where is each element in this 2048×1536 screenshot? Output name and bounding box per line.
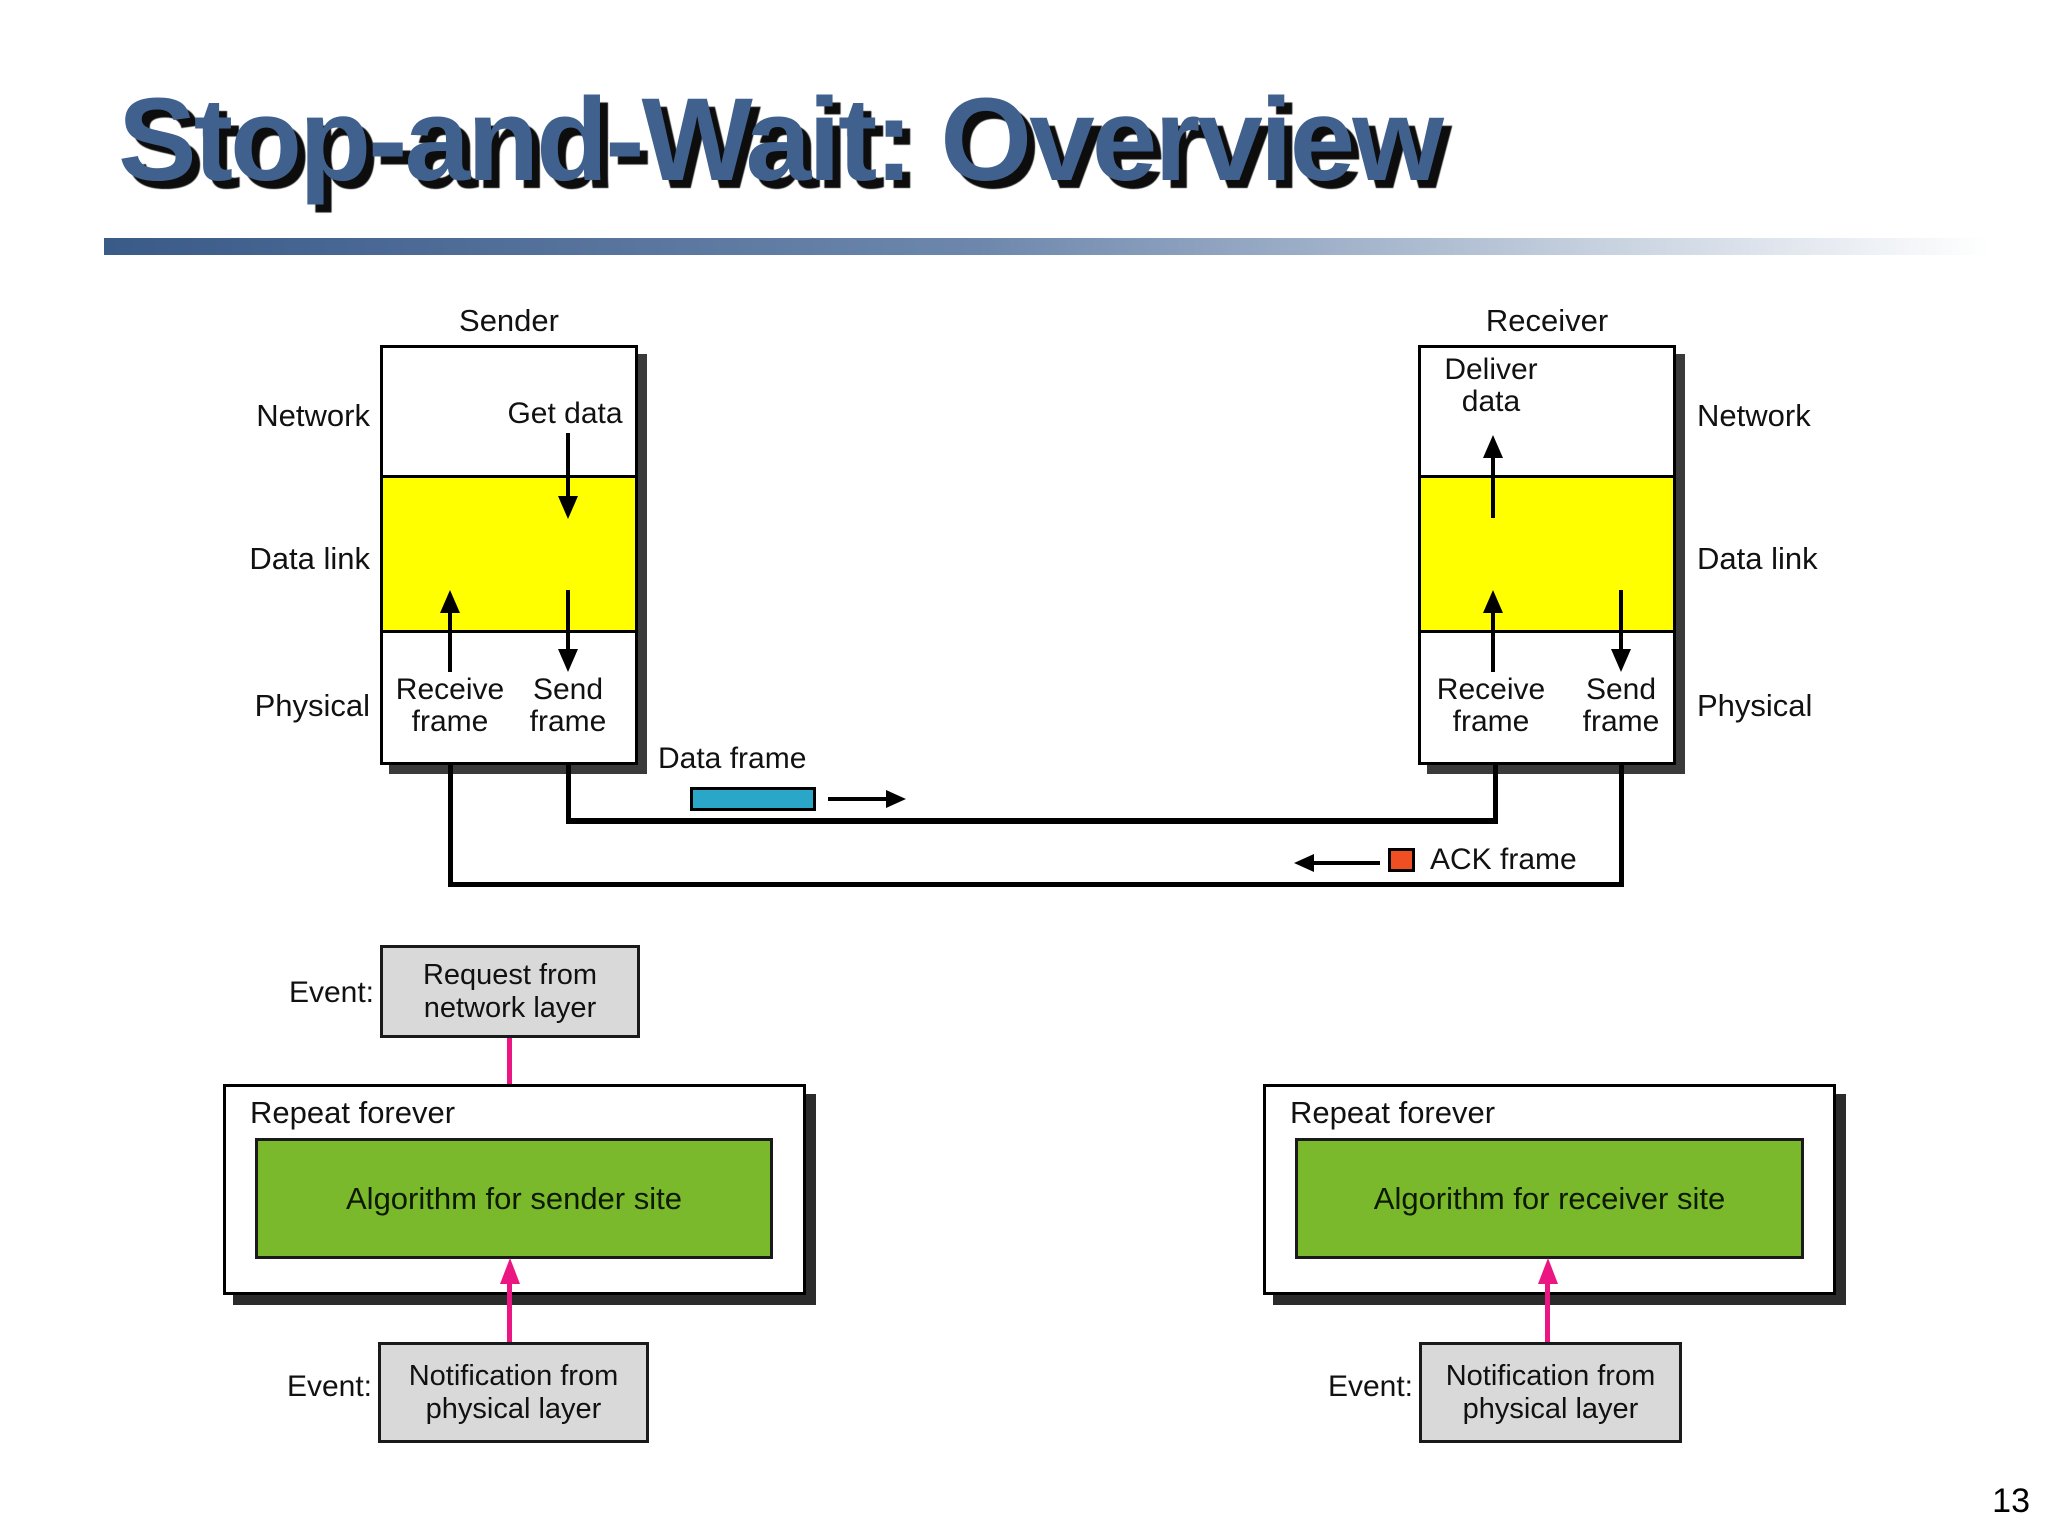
receiver-loop-title: Repeat forever — [1290, 1095, 1496, 1130]
receiver-layer-label-datalink: Data link — [1697, 541, 1818, 576]
sender-loop-title: Repeat forever — [250, 1095, 456, 1130]
data-frame-label: Data frame — [658, 742, 807, 775]
sender-notification-up-arrow-icon — [500, 1258, 520, 1284]
request-event-box: Request from network layer — [380, 945, 640, 1038]
ack-frame-label: ACK frame — [1430, 843, 1577, 876]
ack-frame-left-arrow-icon — [1294, 854, 1314, 872]
page-title: Stop-and-Wait: Overview — [118, 74, 1444, 206]
receiver-notification-event-box: Notification from physical layer — [1419, 1342, 1682, 1443]
sender-notification-event-box: Notification from physical layer — [378, 1342, 649, 1443]
page-number: 13 — [1992, 1482, 2030, 1520]
receiver-algorithm-box: Algorithm for receiver site — [1295, 1138, 1804, 1259]
data-frame-path-line — [566, 818, 1498, 824]
sender-send-connector-line — [566, 765, 571, 823]
sender-notification-event-label: Event: — [286, 1370, 372, 1403]
data-frame-chip — [690, 787, 816, 811]
sender-receive-arrow-line — [448, 612, 452, 672]
receiver-title: Receiver — [1485, 303, 1609, 338]
data-frame-arrow-line — [828, 797, 886, 801]
sender-algorithm-box: Algorithm for sender site — [255, 1138, 773, 1259]
receiver-loop-box: Repeat forever Algorithm for receiver si… — [1263, 1084, 1836, 1295]
sender-datalink-band — [383, 475, 635, 633]
receiver-stack-box: Deliver data Receive frame Send frame — [1418, 345, 1676, 765]
receiver-notification-up-arrow-icon — [1538, 1258, 1558, 1284]
sender-title: Sender — [459, 303, 559, 338]
ack-frame-chip — [1388, 848, 1415, 872]
sender-receive-connector-line — [448, 765, 453, 887]
deliver-data-arrow-line — [1491, 457, 1495, 518]
get-data-down-arrow-icon — [558, 496, 578, 519]
title-divider-bar — [104, 238, 2048, 255]
sender-send-down-arrow-icon — [558, 649, 578, 672]
receiver-notification-event-label: Event: — [1327, 1370, 1413, 1403]
request-event-label: Event: — [288, 976, 374, 1009]
receiver-receive-connector-line — [1493, 765, 1498, 823]
ack-frame-arrow-line — [1314, 861, 1380, 865]
data-frame-right-arrow-icon — [886, 790, 906, 808]
receiver-receive-frame-label: Receive frame — [1436, 673, 1546, 738]
receiver-datalink-band — [1421, 475, 1673, 633]
sender-layer-label-physical: Physical — [254, 688, 370, 723]
request-arrow-line — [507, 1038, 512, 1114]
get-data-arrow-line — [566, 433, 570, 498]
sender-layer-label-network: Network — [256, 398, 370, 433]
receiver-layer-label-network: Network — [1697, 398, 1811, 433]
sender-receive-up-arrow-icon — [440, 590, 460, 613]
sender-receive-frame-label: Receive frame — [395, 673, 505, 738]
deliver-data-up-arrow-icon — [1483, 435, 1503, 458]
receiver-send-connector-line — [1619, 765, 1624, 887]
sender-send-frame-label: Send frame — [529, 673, 607, 738]
receiver-send-down-arrow-icon — [1611, 649, 1631, 672]
sender-get-data-label: Get data — [507, 397, 623, 430]
receiver-layer-label-physical: Physical — [1697, 688, 1813, 723]
receiver-receive-up-arrow-icon — [1483, 590, 1503, 613]
receiver-deliver-data-label: Deliver data — [1444, 353, 1538, 418]
sender-send-arrow-line — [566, 590, 570, 650]
sender-loop-box: Repeat forever Algorithm for sender site — [223, 1084, 806, 1295]
receiver-send-arrow-line — [1619, 590, 1623, 650]
sender-layer-label-datalink: Data link — [249, 541, 370, 576]
sender-notification-arrow-line — [507, 1282, 512, 1342]
receiver-receive-arrow-line — [1491, 612, 1495, 672]
receiver-send-frame-label: Send frame — [1582, 673, 1660, 738]
ack-frame-path-line — [448, 882, 1624, 887]
receiver-notification-arrow-line — [1545, 1282, 1550, 1342]
sender-stack-box: Get data Receive frame Send frame — [380, 345, 638, 765]
